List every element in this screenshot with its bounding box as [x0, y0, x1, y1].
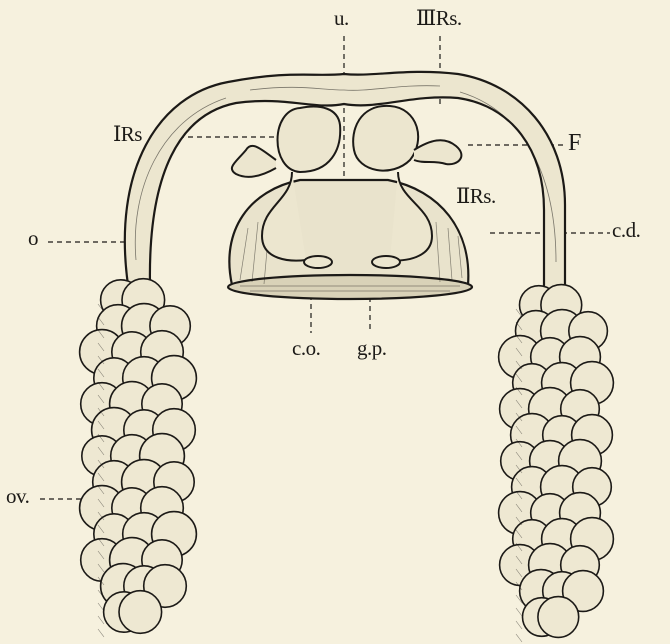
ovary-left: [80, 279, 197, 637]
label-iiirs: ⅢRs.: [416, 8, 462, 29]
egg: [119, 591, 162, 634]
label-ov: ov.: [6, 486, 29, 507]
label-iirs: ⅡRs.: [456, 186, 496, 207]
label-f: F: [568, 131, 581, 155]
egg: [538, 597, 579, 638]
label-o: o: [28, 228, 38, 249]
label-co: c.o.: [292, 338, 320, 359]
label-cd: c.d.: [612, 220, 640, 241]
ovary-right: [499, 285, 614, 642]
label-gp: g.p.: [357, 338, 387, 359]
copulatory-opening: [304, 256, 332, 268]
label-irs: ⅠRs: [113, 124, 142, 145]
label-u: u.: [334, 8, 349, 29]
